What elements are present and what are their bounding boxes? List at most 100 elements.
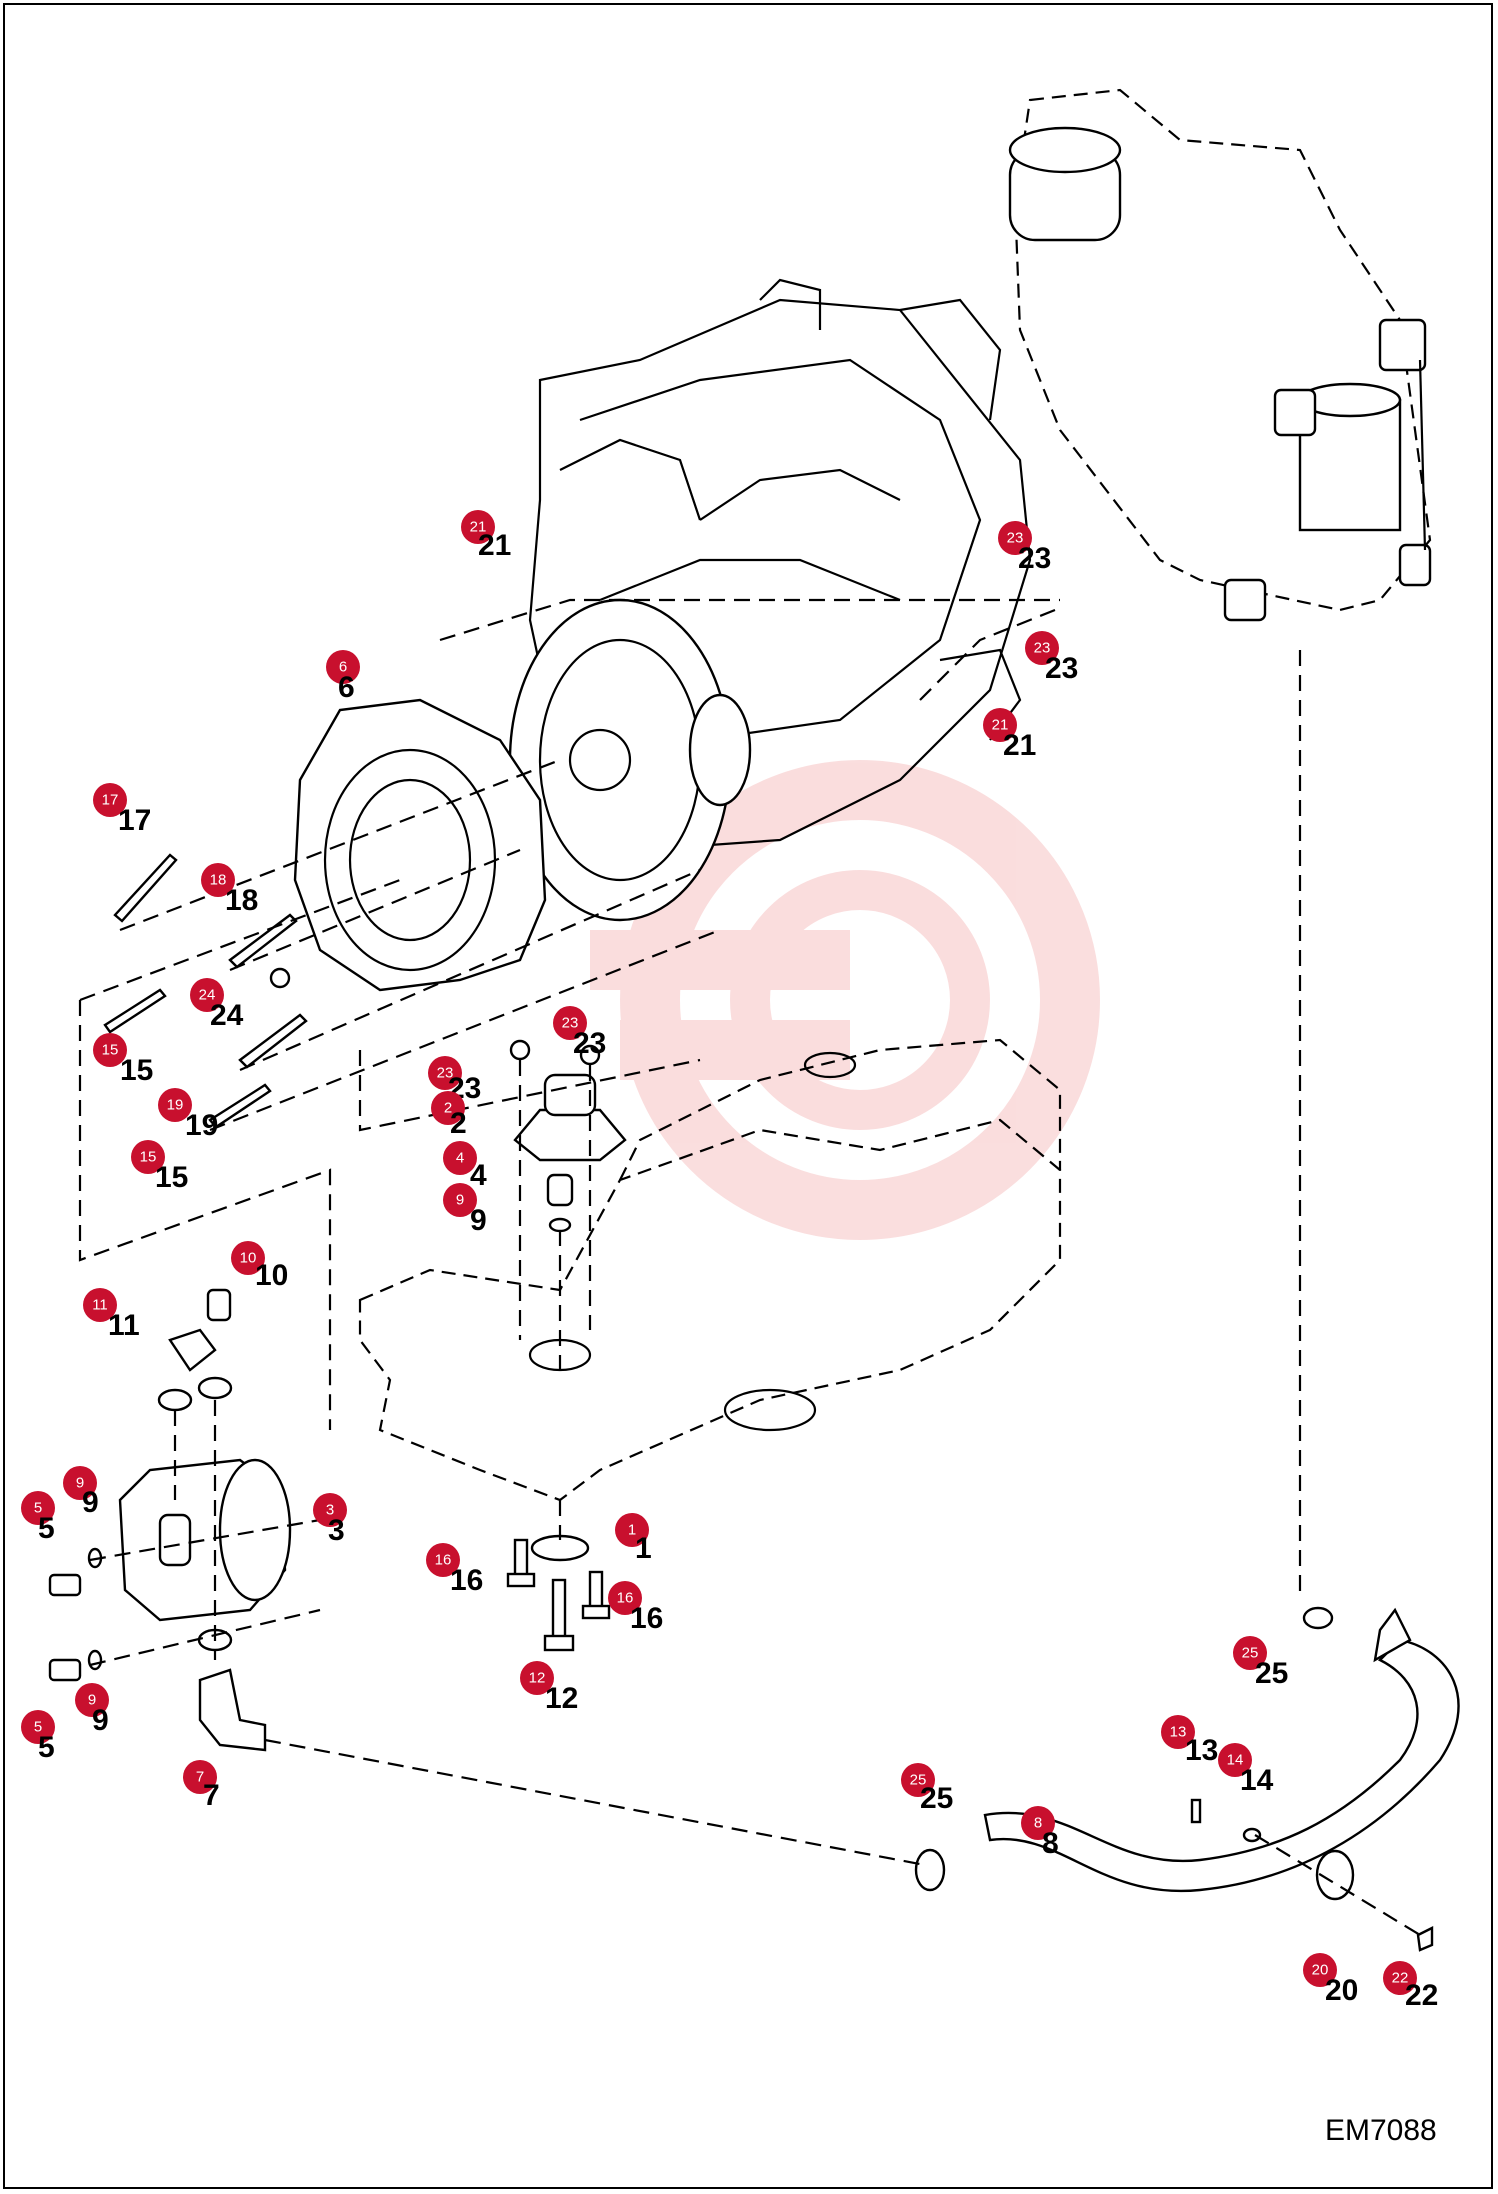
callout-badge-text: 23 [1007,530,1024,547]
diagram-code: EM7088 [1325,2114,1437,2147]
callout-number: 21 [1003,729,1036,762]
callout-number: 9 [92,1704,109,1737]
isolator-mount [509,1039,627,1233]
callout-badge [21,1710,55,1744]
callout-badge-text: 11 [92,1297,108,1314]
callout-badge [21,1491,55,1525]
callout-number: 2 [450,1107,467,1140]
callout-number: 14 [1240,1764,1274,1797]
callout-number: 5 [38,1731,55,1764]
callout-badge [1218,1743,1252,1777]
callout-badge-text: 14 [1227,1752,1244,1769]
callout-7: 77 [183,1760,220,1812]
callout-badge [313,1493,347,1527]
callout-badge-text: 25 [1242,1645,1259,1662]
callout-badge [520,1661,554,1695]
callout-number: 1 [635,1532,652,1565]
callout-number: 23 [1018,542,1051,575]
callout-badge-text: 12 [529,1670,546,1687]
callout-6: 66 [326,650,360,704]
callout-5: 55 [21,1491,55,1545]
callout-badge-text: 4 [456,1150,464,1167]
callout-badge-text: 20 [1312,1962,1329,1979]
callout-badge [608,1581,642,1615]
callout-badge-text: 23 [562,1015,579,1032]
callout-number: 22 [1405,1979,1438,2012]
callout-badge [1025,631,1059,665]
callout-badge-text: 5 [34,1719,42,1736]
callout-number: 16 [450,1564,483,1597]
callout-number: 5 [38,1512,55,1545]
callout-badge [1303,1953,1337,1987]
diagram-frame [3,3,1493,2189]
callout-badge-text: 21 [992,717,1009,734]
callout-number: 11 [108,1309,140,1342]
lower-mount-hardware [506,1534,611,1652]
engine-mount-plate [358,1038,1062,1502]
callout-badge [443,1183,477,1217]
callout-number: 10 [255,1259,288,1292]
callout-badge-text: 9 [456,1192,464,1209]
callout-4: 44 [443,1141,487,1192]
callout-badge-text: 2 [444,1100,452,1117]
callout-9: 99 [443,1183,487,1237]
callout-badge [83,1288,117,1322]
callout-number: 25 [920,1782,953,1815]
callout-badge-text: 5 [34,1500,42,1517]
watermark-logo [590,760,1100,1240]
callout-badge-text: 15 [140,1149,157,1166]
callout-badge-text: 22 [1392,1970,1409,1987]
callout-number: 23 [1045,652,1078,685]
callout-badge-text: 6 [339,659,347,676]
callout-number: 15 [120,1054,153,1087]
fuel-tank [1008,88,1432,622]
callout-badge [443,1141,477,1175]
callout-badge-text: 13 [1170,1724,1187,1741]
callout-badge-text: 16 [617,1590,634,1607]
callout-badge-text: 18 [210,872,227,889]
callout-9: 99 [75,1683,109,1737]
callout-number: 19 [185,1109,218,1142]
callout-badge-text: 23 [1034,640,1051,657]
callout-number: 20 [1325,1974,1358,2007]
callout-badge [1233,1636,1267,1670]
callout-badge [93,1033,127,1067]
callout-badge [983,708,1017,742]
callout-5: 55 [21,1710,55,1764]
callout-badge [426,1543,460,1577]
callout-3: 33 [313,1493,347,1547]
callout-badge [326,650,360,684]
callout-number: 6 [338,671,355,704]
callout-badge-text: 17 [102,792,119,809]
callout-badge-text: 21 [470,519,487,536]
flywheel-housing [293,698,547,992]
callout-number: 18 [225,884,258,917]
callout-number: 3 [328,1514,345,1547]
callout-badge [553,1006,587,1040]
callout-badge [1161,1715,1195,1749]
callout-badge [158,1088,192,1122]
callout-badge-text: 9 [88,1692,96,1709]
callout-badge [431,1091,465,1125]
callout-badge [131,1140,165,1174]
callout-badge [93,783,127,817]
callout-number: 7 [203,1779,220,1812]
callout-8: 88 [1021,1806,1059,1860]
callout-badge-text: 8 [1034,1815,1042,1832]
